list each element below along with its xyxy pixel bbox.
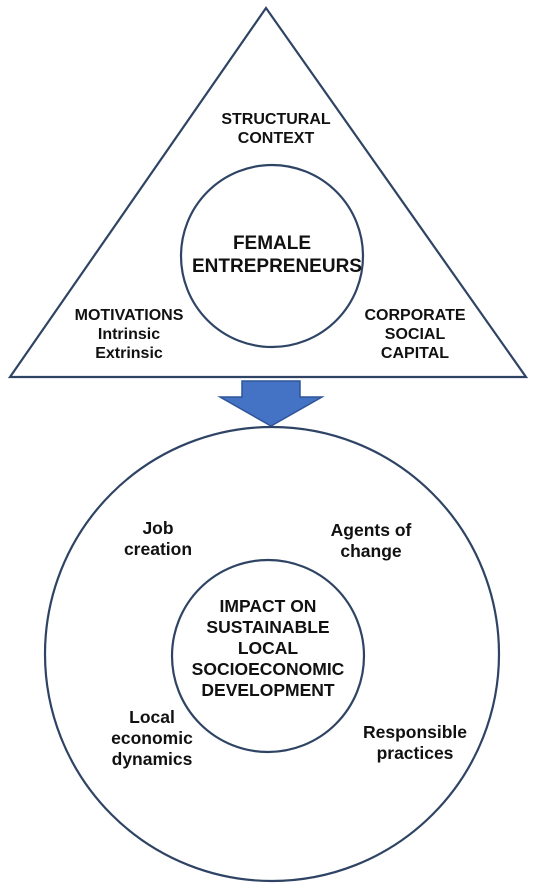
local-economic-dynamics-label: Local economic dynamics — [97, 707, 207, 770]
job-creation-line-2: creation — [123, 539, 193, 559]
job-creation-line-1: Job — [142, 518, 174, 538]
female-entrepreneurs-line-1: FEMALE — [232, 233, 312, 254]
impact-label: IMPACT ON SUSTAINABLE LOCAL SOCIOECONOMI… — [183, 596, 353, 701]
agents-of-change-line-2: change — [340, 541, 402, 561]
local-economic-dynamics-line-2: economic — [111, 728, 193, 748]
corporate-social-capital-line-3: CAPITAL — [380, 345, 450, 363]
responsible-practices-label: Responsible practices — [350, 722, 480, 764]
structural-context-label: STRUCTURAL CONTEXT — [186, 110, 366, 148]
corporate-social-capital-line-2: SOCIAL — [384, 326, 446, 344]
impact-inner-circle — [170, 558, 366, 754]
local-economic-dynamics-line-1: Local — [129, 707, 175, 727]
impact-line-5: DEVELOPMENT — [201, 680, 335, 700]
structural-context-line-2: CONTEXT — [237, 130, 315, 148]
corporate-social-capital-line-1: CORPORATE — [364, 307, 466, 324]
job-creation-label: Job creation — [108, 518, 208, 560]
responsible-practices-line-2: practices — [376, 743, 454, 763]
impact-line-3: LOCAL — [237, 638, 299, 658]
impact-line-1: IMPACT ON — [219, 596, 317, 616]
corporate-social-capital-label: CORPORATE SOCIAL CAPITAL — [345, 306, 485, 364]
local-economic-dynamics-line-3: dynamics — [111, 749, 193, 769]
structural-context-line-1: STRUCTURAL — [221, 111, 331, 128]
motivations-line-3: Extrinsic — [95, 345, 163, 363]
impact-line-4: SOCIOECONOMIC — [191, 659, 345, 679]
female-entrepreneurs-circle — [179, 163, 365, 349]
female-entrepreneurs-label: FEMALE ENTREPRENEURS — [192, 233, 362, 279]
down-arrow-icon — [217, 380, 325, 427]
motivations-label: MOTIVATIONS Intrinsic Extrinsic — [59, 306, 199, 364]
agents-of-change-line-1: Agents of — [330, 520, 412, 540]
impact-line-2: SUSTAINABLE — [206, 617, 330, 637]
female-entrepreneurs-line-2: ENTREPRENEURS — [192, 255, 362, 277]
agents-of-change-label: Agents of change — [316, 520, 426, 562]
responsible-practices-line-1: Responsible — [362, 722, 468, 742]
motivations-line-1: MOTIVATIONS — [74, 307, 184, 324]
motivations-line-2: Intrinsic — [97, 326, 161, 344]
